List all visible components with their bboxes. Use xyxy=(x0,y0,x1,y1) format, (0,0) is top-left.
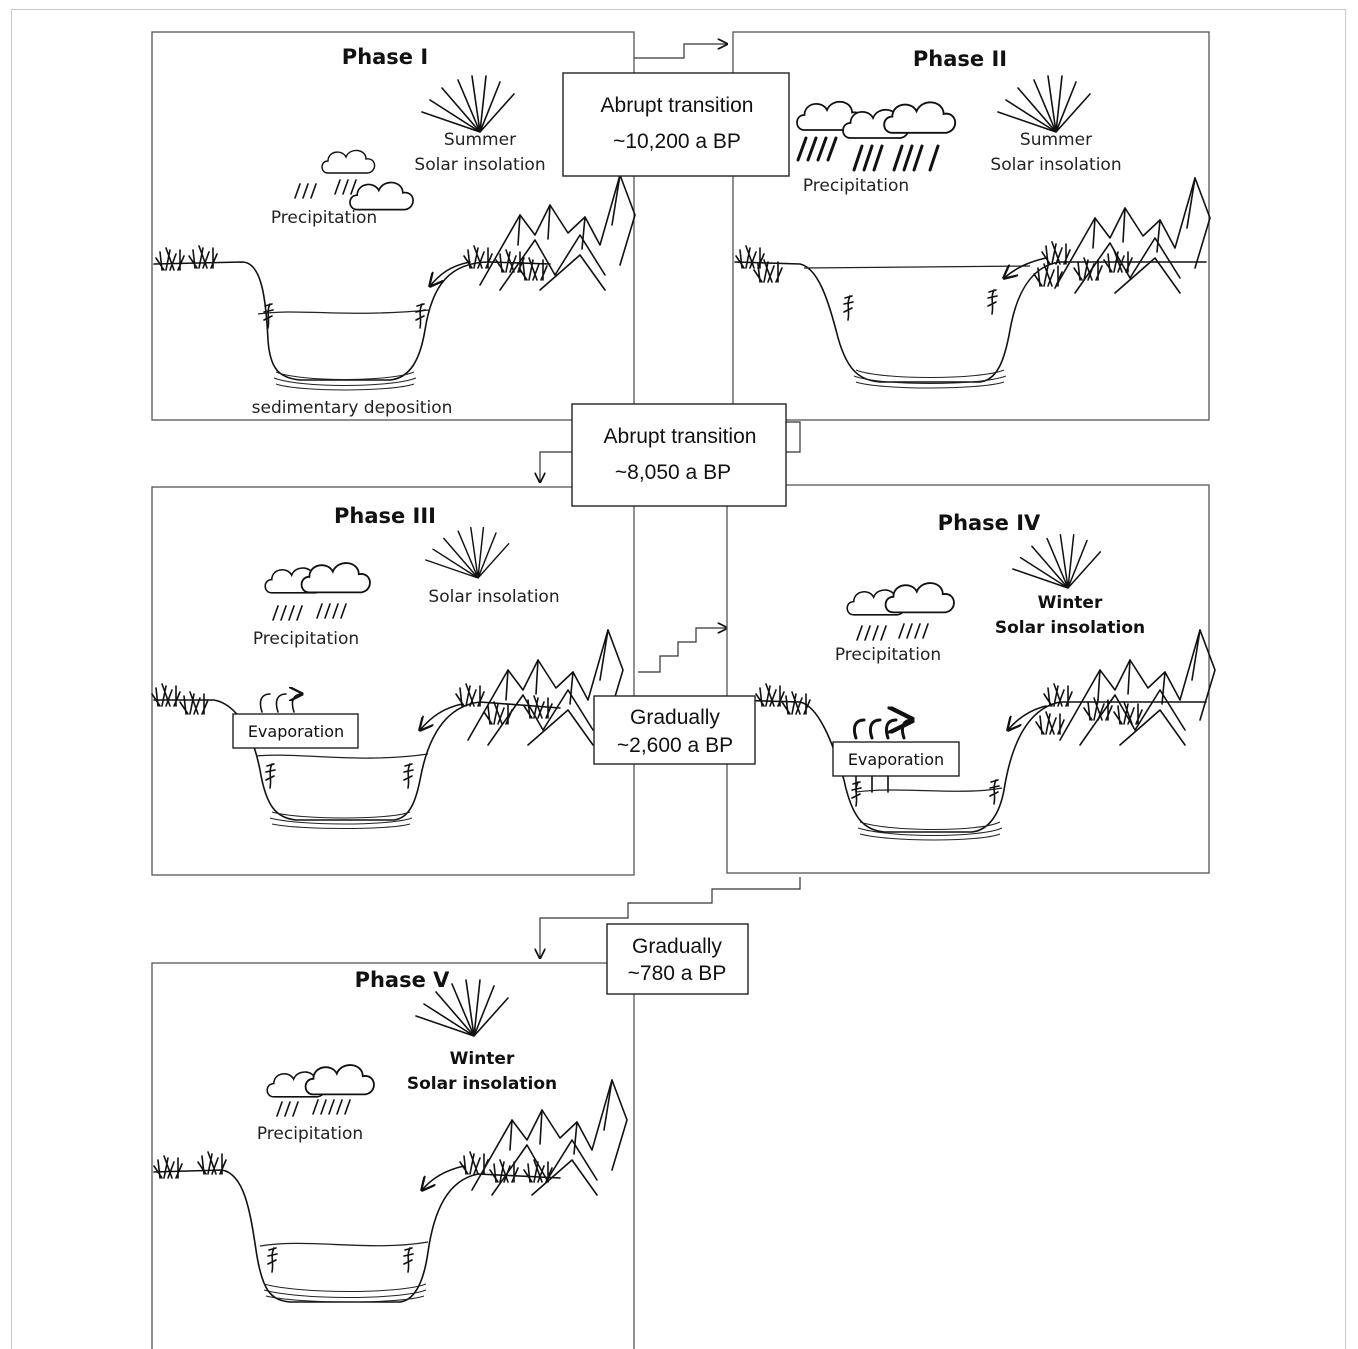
transition-age: ~780 a BP xyxy=(628,962,727,985)
rain-icon xyxy=(276,1099,351,1117)
transition-kind: Gradually xyxy=(630,706,720,729)
phase-4-title: Phase IV xyxy=(938,511,1041,535)
transition-1: Abrupt transition ~10,200 a BP xyxy=(562,72,790,177)
sediment-layers xyxy=(857,821,1003,841)
runoff-arrow xyxy=(1004,257,1047,278)
phase-3-frame xyxy=(151,486,635,876)
transition-box xyxy=(606,923,749,995)
insolation-season-label: Winter xyxy=(1038,593,1103,613)
sediment-layers xyxy=(269,811,413,829)
phase-5-panel: Phase V Winter Solar insolation Precipit… xyxy=(151,962,635,1349)
transition-2: Abrupt transition ~8,050 a BP xyxy=(571,403,787,507)
precipitation-label: Precipitation xyxy=(257,1124,363,1144)
sediment-layers xyxy=(853,369,1007,389)
transition-kind: Abrupt transition xyxy=(604,425,757,448)
evaporation-box xyxy=(832,741,960,777)
insolation-label: Solar insolation xyxy=(407,1074,557,1094)
sediment-layers xyxy=(273,371,417,391)
connector-phase1-phase2 xyxy=(634,44,727,59)
phase-2-panel: Phase II Summer Solar insolation Precipi… xyxy=(732,31,1211,421)
phase-4-frame xyxy=(726,484,1210,874)
insolation-season-label: Winter xyxy=(450,1049,515,1069)
insolation-label: Solar insolation xyxy=(414,155,545,175)
transition-3: Gradually ~2,600 a BP xyxy=(593,695,756,765)
connector-phase2-phase3 xyxy=(540,421,801,482)
lake-basin xyxy=(734,261,1207,383)
sediment-label: sedimentary deposition xyxy=(252,398,453,418)
lake-basin xyxy=(729,699,1207,833)
transition-kind: Gradually xyxy=(632,935,722,958)
precipitation-label: Precipitation xyxy=(253,629,359,649)
lake-basin xyxy=(153,1169,561,1303)
evaporation-arrows-icon xyxy=(852,720,912,738)
runoff-arrow xyxy=(1008,705,1047,730)
phase-4-panel: Phase IV Winter Solar insolation Precipi… xyxy=(726,484,1216,874)
phase-1-frame xyxy=(151,31,635,421)
phase-1-title: Phase I xyxy=(342,45,428,69)
insolation-label: Solar insolation xyxy=(428,587,559,607)
figure-frame xyxy=(11,9,1346,1349)
runoff-arrow xyxy=(420,703,463,730)
phase-5-title: Phase V xyxy=(355,968,451,992)
lake-surface xyxy=(255,753,429,759)
phase-3-panel: Phase III Solar insolation Precipitation… xyxy=(151,486,635,876)
sediment-layers xyxy=(263,1283,427,1303)
phase-5-frame xyxy=(151,962,635,1349)
rain-icon xyxy=(272,603,347,621)
transition-box xyxy=(571,403,787,507)
evaporation-label: Evaporation xyxy=(848,750,944,769)
connector-phase3-phase4 xyxy=(638,628,727,673)
phase-2-frame xyxy=(732,31,1210,421)
phase-3-title: Phase III xyxy=(334,504,436,528)
transition-box xyxy=(593,695,756,765)
transition-4: Gradually ~780 a BP xyxy=(606,923,749,995)
precipitation-label: Precipitation xyxy=(803,176,909,196)
runoff-arrow xyxy=(430,261,471,286)
insolation-label: Solar insolation xyxy=(995,618,1145,638)
connector-phase4-phase5 xyxy=(540,877,801,958)
transition-age: ~10,200 a BP xyxy=(613,130,741,153)
rain-icon xyxy=(796,136,940,172)
rain-icon xyxy=(856,623,929,641)
evaporation-label: Evaporation xyxy=(248,722,344,741)
precipitation-label: Precipitation xyxy=(271,208,377,228)
evaporation-arrows-icon xyxy=(259,694,302,713)
transition-age: ~8,050 a BP xyxy=(615,461,731,484)
lake-surface xyxy=(259,1241,429,1247)
phase-2-title: Phase II xyxy=(913,47,1007,71)
transition-kind: Abrupt transition xyxy=(601,94,754,117)
transition-age: ~2,600 a BP xyxy=(617,734,733,757)
phase-1-panel: Phase I Summer Solar insolation Precipit… xyxy=(151,31,636,421)
evaporation-stems xyxy=(855,775,889,793)
runoff-arrow xyxy=(422,1165,465,1190)
lake-surface xyxy=(257,309,431,315)
insolation-label: Solar insolation xyxy=(990,155,1121,175)
evaporation-box xyxy=(232,713,359,749)
transition-box xyxy=(562,72,790,177)
precipitation-label: Precipitation xyxy=(835,645,941,665)
insolation-season-label: Summer xyxy=(444,130,516,150)
insolation-season-label: Summer xyxy=(1020,130,1092,150)
lake-surface xyxy=(803,265,1031,269)
